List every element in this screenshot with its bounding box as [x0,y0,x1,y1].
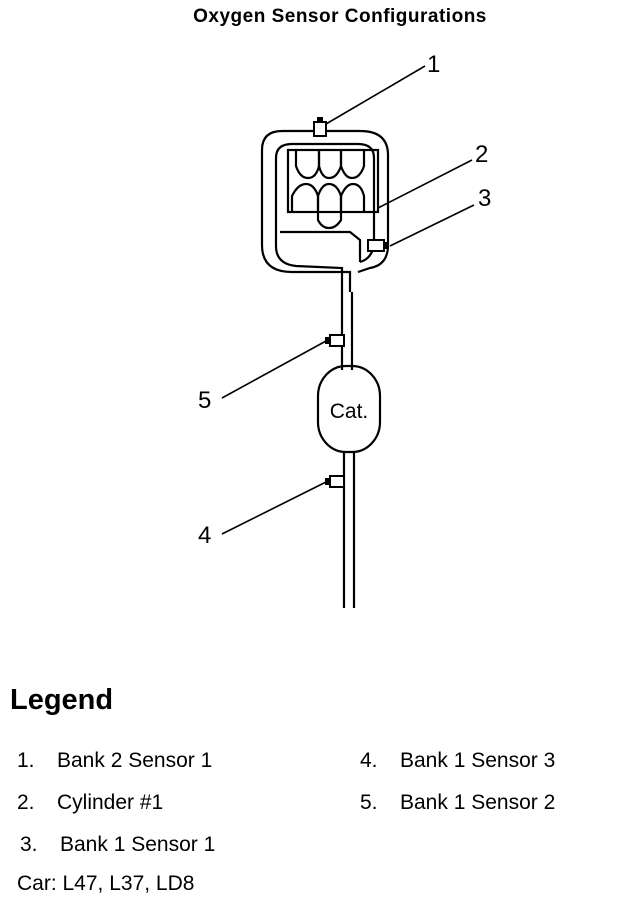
cylinder-row-upper [294,150,366,180]
legend-item-label: Bank 1 Sensor 2 [400,791,556,814]
legend-item-number: 1. [17,749,35,772]
sensor-1 [313,121,327,137]
legend-item-number: 5. [360,791,378,814]
callout-2: 2 [475,141,488,168]
legend-item-label: Bank 1 Sensor 3 [400,749,556,772]
legend-item-3: 3. Bank 1 Sensor 1 [20,833,215,857]
legend-item-5: 5. Bank 1 Sensor 2 [360,791,555,815]
legend-item-2: 2. Cylinder #1 [17,791,163,815]
diagram-title: Oxygen Sensor Configurations [193,6,487,27]
legend-heading: Legend [10,684,114,716]
legend-item-4: 4. Bank 1 Sensor 3 [360,749,555,773]
legend-item-1: 1. Bank 2 Sensor 1 [17,749,212,773]
sensor-4 [329,475,345,488]
legend-item-label: Bank 1 Sensor 1 [60,833,216,856]
sensor-5 [329,334,345,347]
legend-item-number: 2. [17,791,35,814]
leader-1 [325,65,426,125]
leader-5 [221,340,327,399]
manifold-outer [260,129,390,292]
sensor-3 [367,239,385,252]
callout-4: 4 [198,522,211,549]
leader-3 [389,204,475,247]
callout-3: 3 [478,185,491,212]
legend-item-number: 4. [360,749,378,772]
leader-4 [221,481,327,535]
crossover-bracket [280,230,362,262]
leader-2 [377,159,473,209]
exhaust-diagram: 1 2 3 5 4 Cat. [198,51,491,608]
legend-item-number: 3. [20,833,38,856]
callout-1: 1 [427,51,440,78]
catalytic-converter [316,364,382,454]
legend-item-label: Cylinder #1 [57,791,164,814]
car-applicability: Car: L47, L37, LD8 [17,872,195,895]
cylinder-bank [286,148,380,214]
callout-5: 5 [198,387,211,414]
cylinder-row-lower [290,182,366,230]
manifold-inner [274,142,376,292]
legend-item-label: Bank 2 Sensor 1 [57,749,213,772]
converter-label: Cat. [330,400,369,423]
